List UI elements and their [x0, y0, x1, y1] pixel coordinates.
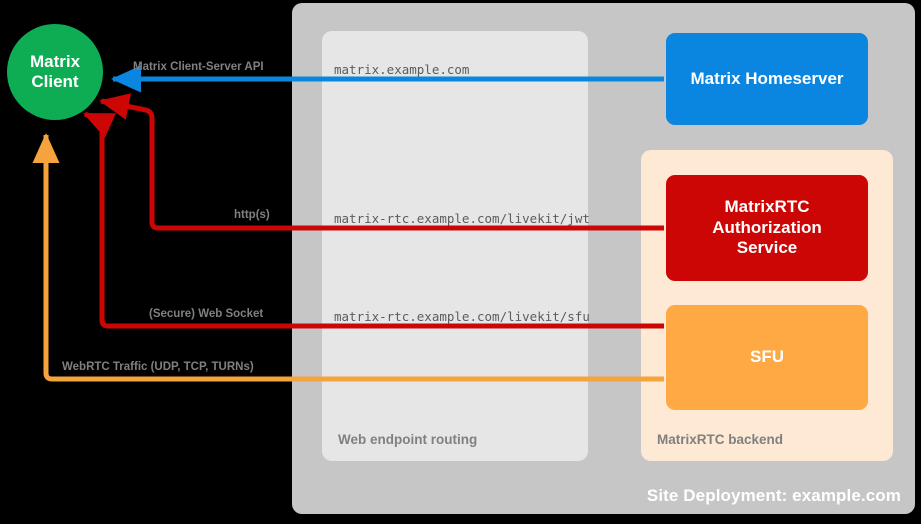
node-sfu[interactable]: SFU: [666, 305, 868, 410]
edge-label-secure-web-socket: (Secure) Web Socket: [149, 308, 264, 320]
node-auth-line1: MatrixRTC: [724, 197, 810, 217]
web-endpoint-routing-panel: Web endpoint routing: [322, 31, 588, 461]
url-label-matrix-example-com: matrix.example.com: [334, 62, 470, 77]
url-label-livekit-jwt: matrix-rtc.example.com/livekit/jwt: [334, 211, 590, 226]
web-endpoint-routing-label: Web endpoint routing: [338, 432, 478, 447]
edge-label-matrix-client-server-api: Matrix Client-Server API: [133, 61, 264, 73]
node-matrix-client-line2: Client: [31, 72, 79, 91]
edge-label-http-jwt: http(s): [234, 209, 270, 221]
node-sfu-label: SFU: [750, 347, 784, 367]
node-auth-line3: Service: [736, 238, 798, 258]
matrixrtc-backend-label: MatrixRTC backend: [657, 432, 784, 447]
node-matrix-client[interactable]: Matrix Client: [7, 24, 103, 120]
edge-label-webrtc-traffic: WebRTC Traffic (UDP, TCP, TURNs): [62, 361, 254, 373]
node-auth-line2: Authorization: [712, 217, 822, 237]
site-deployment-label: Site Deployment: example.com: [646, 486, 901, 505]
node-matrix-client-line1: Matrix: [29, 51, 81, 71]
node-matrix-homeserver[interactable]: Matrix Homeserver: [666, 33, 868, 125]
node-matrix-homeserver-label: Matrix Homeserver: [690, 68, 844, 88]
node-matrixrtc-authorization-service[interactable]: MatrixRTC Authorization Service: [666, 175, 868, 281]
url-label-livekit-sfu: matrix-rtc.example.com/livekit/sfu: [334, 309, 590, 324]
